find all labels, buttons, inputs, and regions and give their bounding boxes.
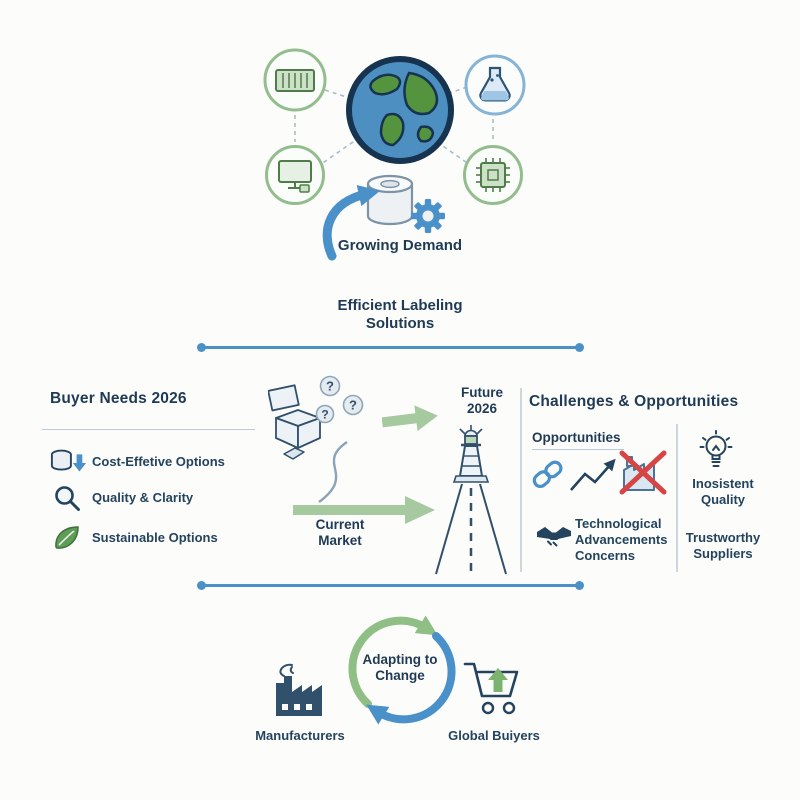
- market-clutter-icon: ? ? ?: [268, 375, 364, 460]
- main-title: Efficient Labeling Solutions: [337, 297, 463, 333]
- section-divider: [204, 346, 578, 349]
- manufacturers-label: Manufacturers: [255, 728, 345, 743]
- magnifier-icon: [55, 486, 80, 511]
- buyer-needs-heading: Buyer Needs 2026: [50, 390, 187, 407]
- flask-icon: [464, 54, 526, 116]
- green-arrow-bottom: [293, 496, 435, 524]
- current-market-label: Current Market: [315, 517, 365, 549]
- cycle-arrows-icon: [348, 615, 456, 725]
- question-mark: ?: [321, 408, 328, 422]
- leaf-icon: [55, 526, 79, 549]
- challenges-heading: Challenges & Opportunities: [529, 393, 739, 410]
- handshake-icon: [537, 527, 571, 547]
- opportunities-underline: [532, 449, 624, 450]
- trustworthy-suppliers-label: Trustworthy Suppliers: [685, 530, 761, 561]
- cart-up-arrow-icon: [463, 662, 519, 715]
- chip-icon: [463, 145, 523, 205]
- coins-arrow-icon: [50, 449, 87, 472]
- question-mark: ?: [349, 398, 357, 413]
- divider-dot: [575, 581, 584, 590]
- divider-dot: [197, 581, 206, 590]
- divider-dot: [197, 343, 206, 352]
- globe-icon: [346, 56, 454, 164]
- lighthouse-icon: [435, 425, 507, 575]
- factory-crossed-icon: [619, 450, 667, 495]
- green-arrow-top: [382, 405, 438, 432]
- tech-advancements-label: Technological Advancements Concerns: [575, 516, 668, 563]
- curved-arrow-icon: [322, 185, 381, 261]
- flow-connector-line: [318, 441, 348, 503]
- divider-dot: [575, 343, 584, 352]
- global-buyers-label: Global Buiyers: [448, 728, 540, 743]
- container-icon: [263, 48, 327, 112]
- factory-icon: [276, 663, 322, 716]
- opportunities-subheading: Opportunities: [532, 430, 621, 445]
- section-divider: [204, 584, 578, 587]
- column-divider: [520, 388, 522, 572]
- adapting-change-label: Adapting to Change: [362, 652, 438, 684]
- buyer-needs-underline: [42, 429, 255, 430]
- subcolumn-divider: [676, 424, 678, 572]
- buyer-need-label: Quality & Clarity: [92, 490, 194, 505]
- monitor-icon: [265, 145, 325, 205]
- buyer-need-label: Sustainable Options: [92, 530, 218, 545]
- lightbulb-icon: [699, 430, 733, 467]
- future-label: Future 2026: [461, 385, 503, 417]
- inconsistent-quality-label: Inosistent Quality: [692, 476, 754, 507]
- question-mark: ?: [326, 379, 334, 394]
- growing-demand-label: Growing Demand: [337, 237, 463, 254]
- trend-arrow-icon: [570, 458, 616, 491]
- buyer-need-label: Cost-Effetive Options: [92, 454, 225, 469]
- chain-link-icon: [532, 460, 563, 489]
